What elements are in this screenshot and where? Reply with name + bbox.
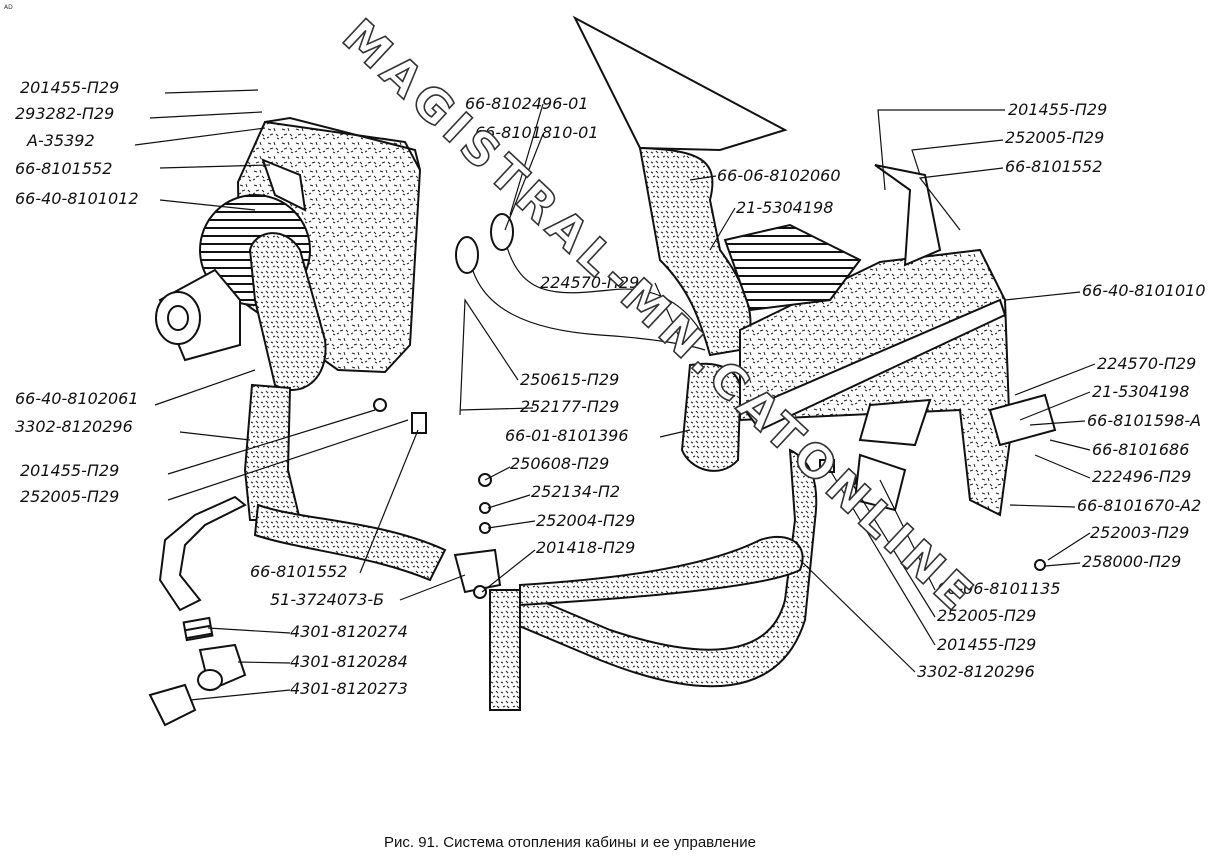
label-201455-p29-d: 201455-П29 xyxy=(937,635,1036,654)
label-252005-p29-c: 252005-П29 xyxy=(937,606,1036,625)
label-222496-p29: 222496-П29 xyxy=(1092,467,1191,486)
label-252005-p29-b: 252005-П29 xyxy=(20,487,119,506)
label-21-5304198-a: 21-5304198 xyxy=(736,198,833,217)
label-252003-p29: 252003-П29 xyxy=(1090,523,1189,542)
label-66-8101552-a: 66-8101552 xyxy=(15,159,112,178)
left-hose-assembly xyxy=(148,383,447,727)
corner-mark: AD xyxy=(4,4,13,11)
label-4301-8120273: 4301-8120273 xyxy=(290,679,408,698)
label-66-01-8101396: 66-01-8101396 xyxy=(505,426,629,445)
left-heater-unit xyxy=(155,116,422,391)
label-224570-p29-b: 224570-П29 xyxy=(1097,354,1196,373)
label-51-3724073-b: 51-3724073-Б xyxy=(270,590,384,609)
part-labels: 201455-П29 293282-П29 А-35392 66-8101552… xyxy=(15,78,1206,698)
label-201455-p29-b: 201455-П29 xyxy=(1008,100,1107,119)
label-66-40-8102061: 66-40-8102061 xyxy=(15,389,139,408)
label-4301-8120284: 4301-8120284 xyxy=(290,652,408,671)
label-66-8101686: 66-8101686 xyxy=(1092,440,1189,459)
label-3302-8120296-a: 3302-8120296 xyxy=(15,417,133,436)
label-a-35392: А-35392 xyxy=(26,131,95,150)
label-66-40-8101010: 66-40-8101010 xyxy=(1082,281,1206,300)
right-floor-hoses xyxy=(373,398,1046,711)
label-252005-p29-a: 252005-П29 xyxy=(1005,128,1104,147)
leader-lines xyxy=(134,89,1096,701)
label-66-8101670-a2: 66-8101670-А2 xyxy=(1077,496,1201,515)
label-293282-p29: 293282-П29 xyxy=(15,104,114,123)
label-252004-p29: 252004-П29 xyxy=(536,511,635,530)
label-224570-p29-a: 224570-П29 xyxy=(540,273,639,292)
label-66-8101552-c: 66-8101552 xyxy=(250,562,347,581)
label-66-06-8102060: 66-06-8102060 xyxy=(717,166,841,185)
label-252177-p29: 252177-П29 xyxy=(520,397,619,416)
figure-caption: Рис. 91. Система отопления кабины и ее у… xyxy=(384,834,756,851)
label-250608-p29: 250608-П29 xyxy=(510,454,609,473)
label-201455-p29-a: 201455-П29 xyxy=(20,78,119,97)
label-258000-p29: 258000-П29 xyxy=(1082,552,1181,571)
label-66-06-8101135: 66-06-8101135 xyxy=(937,579,1061,598)
label-4301-8120274: 4301-8120274 xyxy=(290,622,408,641)
label-250615-p29: 250615-П29 xyxy=(520,370,619,389)
control-cables xyxy=(455,213,706,351)
label-21-5304198-b: 21-5304198 xyxy=(1092,382,1189,401)
label-66-8101810-01: 66-8101810-01 xyxy=(475,123,599,142)
label-3302-8120296-b: 3302-8120296 xyxy=(917,662,1035,681)
label-66-8102496-01: 66-8102496-01 xyxy=(465,94,589,113)
label-66-8101552-b: 66-8101552 xyxy=(1005,157,1102,176)
center-duct xyxy=(572,15,788,472)
label-201418-p29: 201418-П29 xyxy=(536,538,635,557)
label-252134-p2: 252134-П2 xyxy=(531,482,620,501)
label-66-8101598-a: 66-8101598-А xyxy=(1087,411,1201,430)
right-heater-unit xyxy=(723,164,1057,517)
label-66-40-8101012: 66-40-8101012 xyxy=(15,189,139,208)
label-201455-p29-c: 201455-П29 xyxy=(20,461,119,480)
